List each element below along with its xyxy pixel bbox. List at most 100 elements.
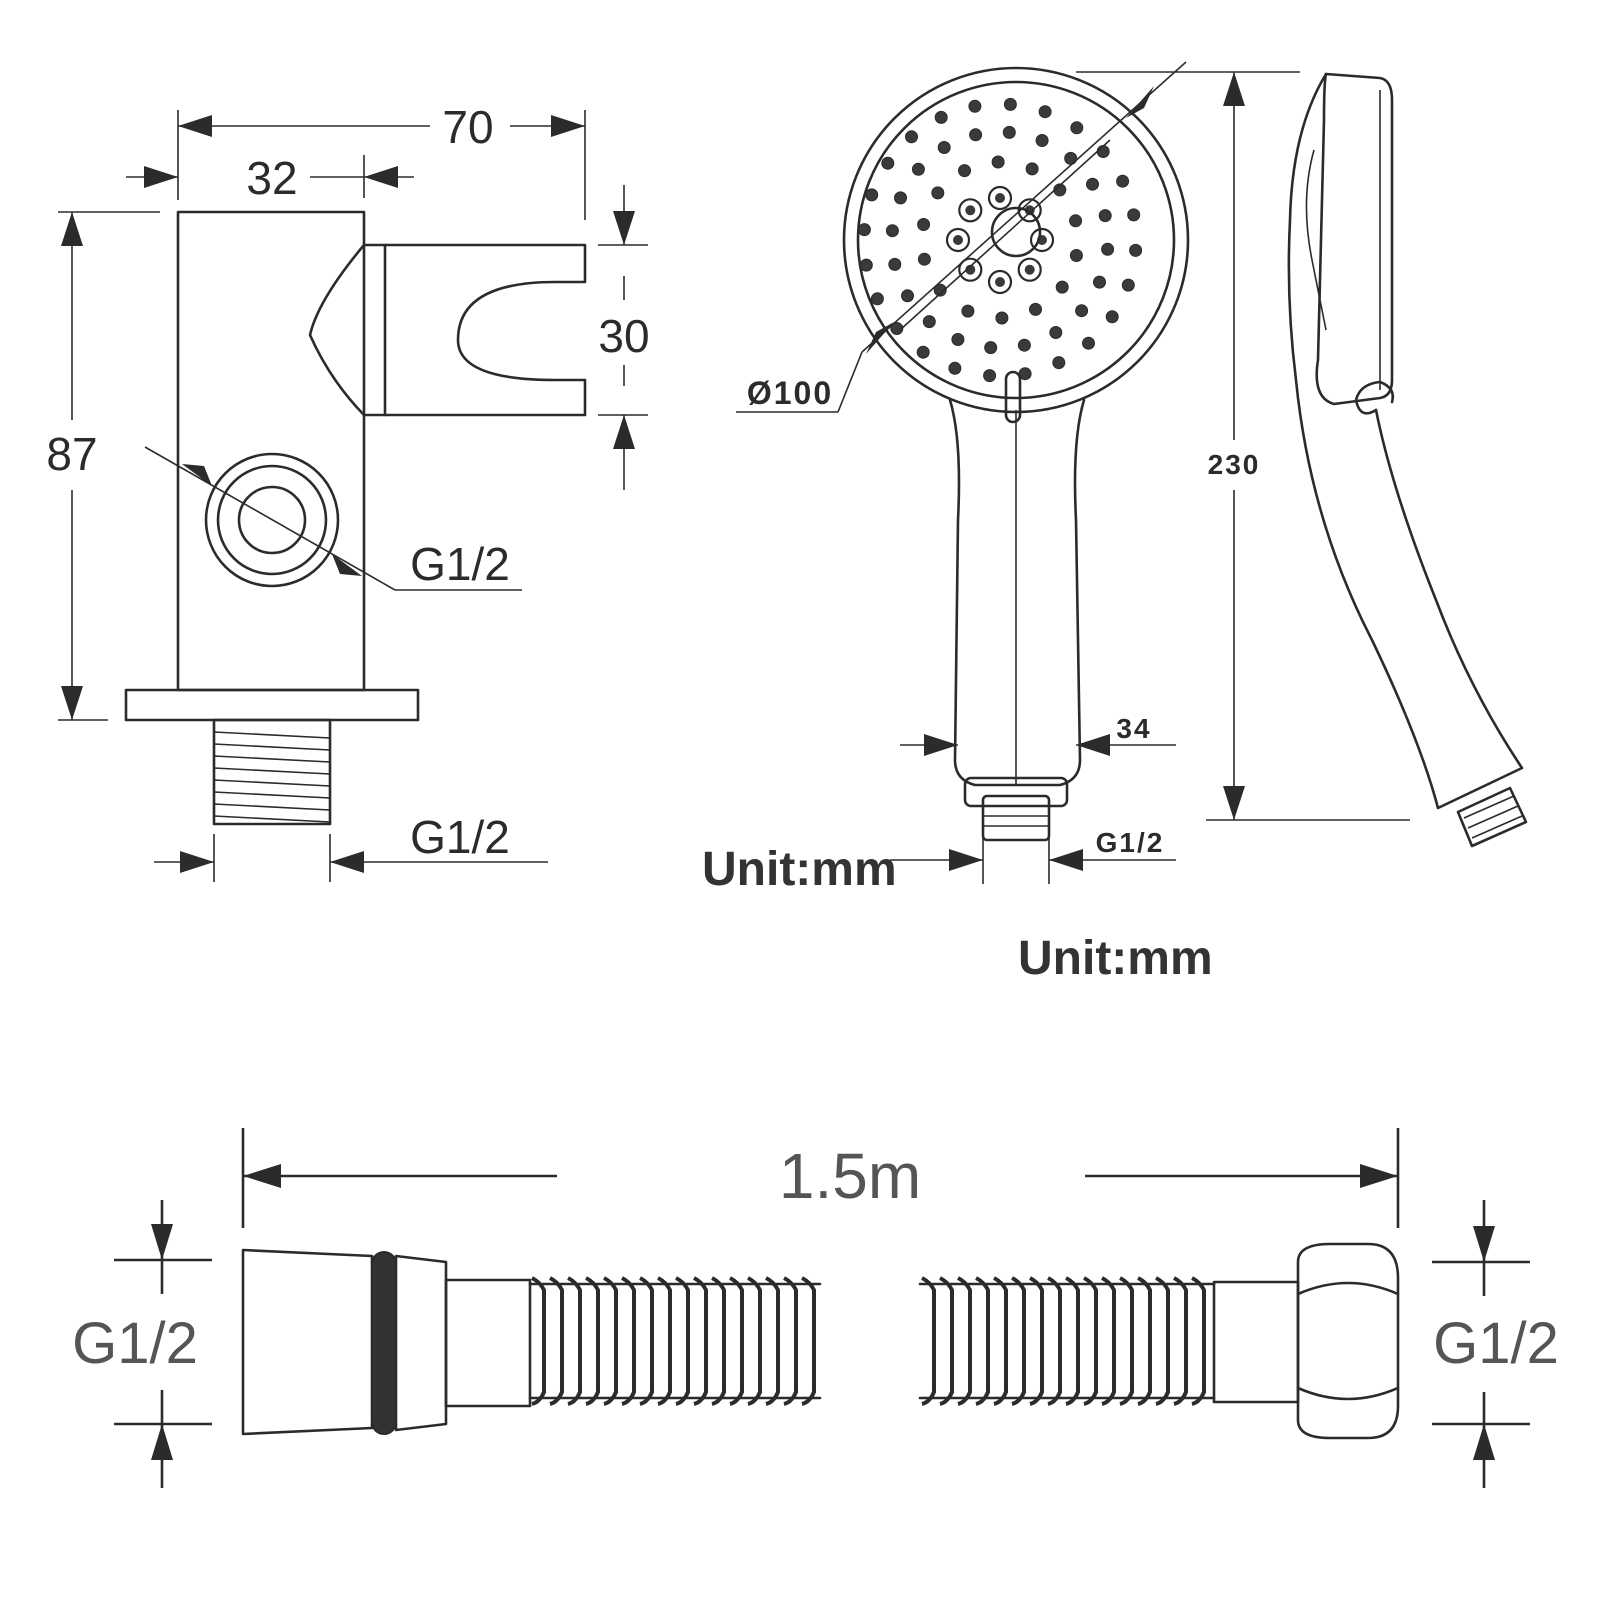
hose-rib: [1137, 1276, 1152, 1406]
handset-side-drawing: 230: [1076, 71, 1528, 848]
dim-side-thread-label: G1/2: [410, 538, 510, 590]
hose-rib: [921, 1276, 936, 1406]
nozzle: [1069, 214, 1083, 228]
bracket-bottom-thread: [212, 718, 332, 826]
hose-rib: [567, 1276, 582, 1406]
hose-rib: [993, 1276, 1008, 1406]
dim-side-thread: G1/2: [144, 446, 522, 591]
nozzle: [969, 128, 983, 142]
nozzle: [859, 258, 873, 272]
nozzle: [1086, 177, 1099, 191]
dim-87-label: 87: [46, 428, 97, 480]
nozzle-center: [1024, 264, 1035, 275]
nozzle: [1038, 105, 1052, 119]
mode-selector: [1004, 370, 1022, 424]
hose-rib: [1101, 1276, 1116, 1406]
nozzle: [1025, 162, 1039, 176]
hose-rib: [1173, 1276, 1188, 1406]
nozzle: [1035, 134, 1049, 147]
nozzle: [881, 156, 895, 170]
dim-70: 70: [177, 101, 586, 220]
hose-rib: [639, 1276, 654, 1406]
nozzle: [1101, 242, 1115, 256]
dim-bottom-thread: G1/2: [154, 811, 548, 882]
hose-rib: [1155, 1276, 1170, 1406]
nozzle: [1055, 280, 1069, 294]
bracket-side-port: [204, 452, 340, 588]
hose-rib: [783, 1276, 798, 1406]
nozzle: [1069, 249, 1083, 262]
hose-rib: [657, 1276, 672, 1406]
nozzle: [901, 289, 914, 303]
nozzle: [933, 283, 947, 297]
nozzle: [958, 164, 971, 178]
hose-rib: [1065, 1276, 1080, 1406]
nozzle: [951, 333, 965, 346]
hose-rib: [747, 1276, 762, 1406]
nozzle: [991, 155, 1005, 169]
dim-handset-thread-label: G1/2: [1096, 827, 1165, 858]
side-thread: [1456, 786, 1528, 848]
nozzle: [1002, 125, 1016, 139]
nozzle: [917, 252, 931, 266]
nozzle: [911, 162, 925, 176]
dim-230: 230: [1076, 71, 1410, 821]
hose-rib: [1029, 1276, 1044, 1406]
nozzle: [1049, 326, 1063, 339]
nozzle: [983, 369, 997, 383]
nozzle: [1029, 302, 1042, 316]
nozzle: [984, 341, 998, 355]
hose-rib: [957, 1276, 972, 1406]
hose-rib: [1083, 1276, 1098, 1406]
unit-label-1: Unit:mm: [702, 843, 897, 896]
nozzle: [1075, 304, 1089, 318]
nozzle: [961, 304, 975, 318]
nozzle: [1064, 151, 1078, 165]
dim-30-label: 30: [598, 310, 649, 362]
dim-34: 34: [900, 713, 1176, 756]
hose-right-fitting: [1212, 1242, 1400, 1440]
nozzle: [857, 223, 871, 237]
side-head-face: [1315, 72, 1394, 406]
nozzle: [1052, 356, 1066, 370]
nozzle: [931, 186, 945, 200]
face-diameter-line: [899, 139, 1111, 331]
nozzle: [1096, 145, 1110, 158]
dim-32-label: 32: [246, 152, 297, 204]
side-button: [1354, 380, 1395, 415]
dim-hose-left-thread-label: G1/2: [72, 1311, 198, 1376]
nozzle: [995, 311, 1009, 325]
hose-rib: [549, 1276, 564, 1406]
hose-rib: [711, 1276, 726, 1406]
nozzle-center: [995, 193, 1005, 203]
nozzle: [905, 130, 918, 144]
bracket-holder-arm: [308, 243, 587, 417]
dim-32: 32: [126, 152, 414, 204]
handset-head: [842, 66, 1190, 414]
nozzle: [1070, 121, 1084, 135]
hose-corrugated-left: [528, 1276, 822, 1406]
nozzle: [937, 141, 951, 154]
bracket-flange: [124, 688, 420, 722]
dim-70-label: 70: [442, 101, 493, 153]
hose-rib: [939, 1276, 954, 1406]
hose-rib: [729, 1276, 744, 1406]
nozzle: [1017, 338, 1031, 352]
hose-rib: [1191, 1276, 1206, 1406]
handset-handle: [948, 398, 1086, 787]
side-handle: [1287, 72, 1524, 810]
hose-rib: [975, 1276, 990, 1406]
nozzle-center: [995, 277, 1005, 287]
nozzle: [865, 188, 879, 202]
hose-rib: [621, 1276, 636, 1406]
hose-rib: [801, 1276, 816, 1406]
dim-hose-length-label: 1.5m: [779, 1140, 921, 1212]
nozzle-center: [953, 235, 963, 245]
hose-rib: [693, 1276, 708, 1406]
hose-drawing: 1.5m: [72, 1128, 1559, 1488]
nozzle: [894, 191, 907, 205]
dim-hose-right-thread-label: G1/2: [1433, 1311, 1559, 1376]
nozzle-center: [965, 264, 976, 275]
unit-label-2: Unit:mm: [1018, 932, 1213, 985]
dim-34-label: 34: [1116, 713, 1151, 744]
